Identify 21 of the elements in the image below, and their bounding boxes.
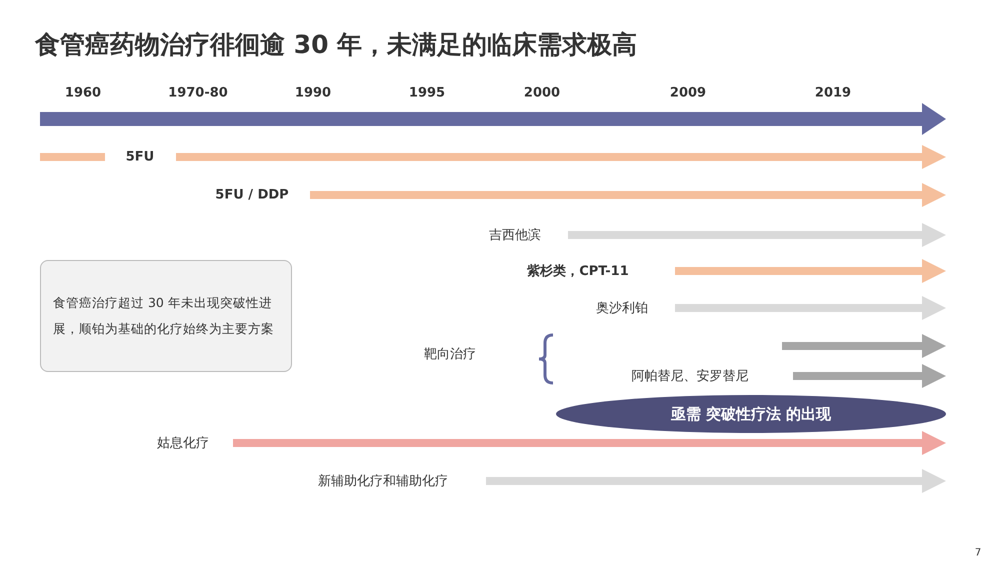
highlight-text: 亟需 突破性疗法 的出现 <box>670 404 832 424</box>
slide-title: 食管癌药物治疗徘徊逾 30 年，未满足的临床需求极高 <box>35 29 638 61</box>
drug-label: 阿帕替尼、安罗替尼 <box>632 368 748 385</box>
year-label: 1990 <box>294 86 332 100</box>
year-label: 2019 <box>814 86 852 100</box>
drug-label: 5FU <box>126 150 154 164</box>
drug-label: 紫杉类，CPT-11 <box>527 262 629 280</box>
year-label: 1995 <box>408 86 446 100</box>
year-label: 1970-80 <box>168 86 228 100</box>
drug-label: 奥沙利铂 <box>596 300 648 317</box>
therapy-label: 新辅助化疗和辅助化疗 <box>318 473 448 490</box>
year-label: 2009 <box>670 86 706 100</box>
note-text: 食管癌治疗超过 30 年未出现突破性进展，顺铂为基础的化疗始终为主要方案 <box>53 294 275 338</box>
therapy-label: 姑息化疗 <box>157 435 209 452</box>
therapy-label: 靶向治疗 <box>424 346 476 363</box>
drug-label: 5FU / DDP <box>215 188 289 202</box>
note-box <box>40 260 292 372</box>
year-label: 1960 <box>64 86 102 100</box>
year-label: 2000 <box>524 86 560 100</box>
drug-label: 吉西他滨 <box>489 227 541 244</box>
page-number: 7 <box>974 548 982 558</box>
